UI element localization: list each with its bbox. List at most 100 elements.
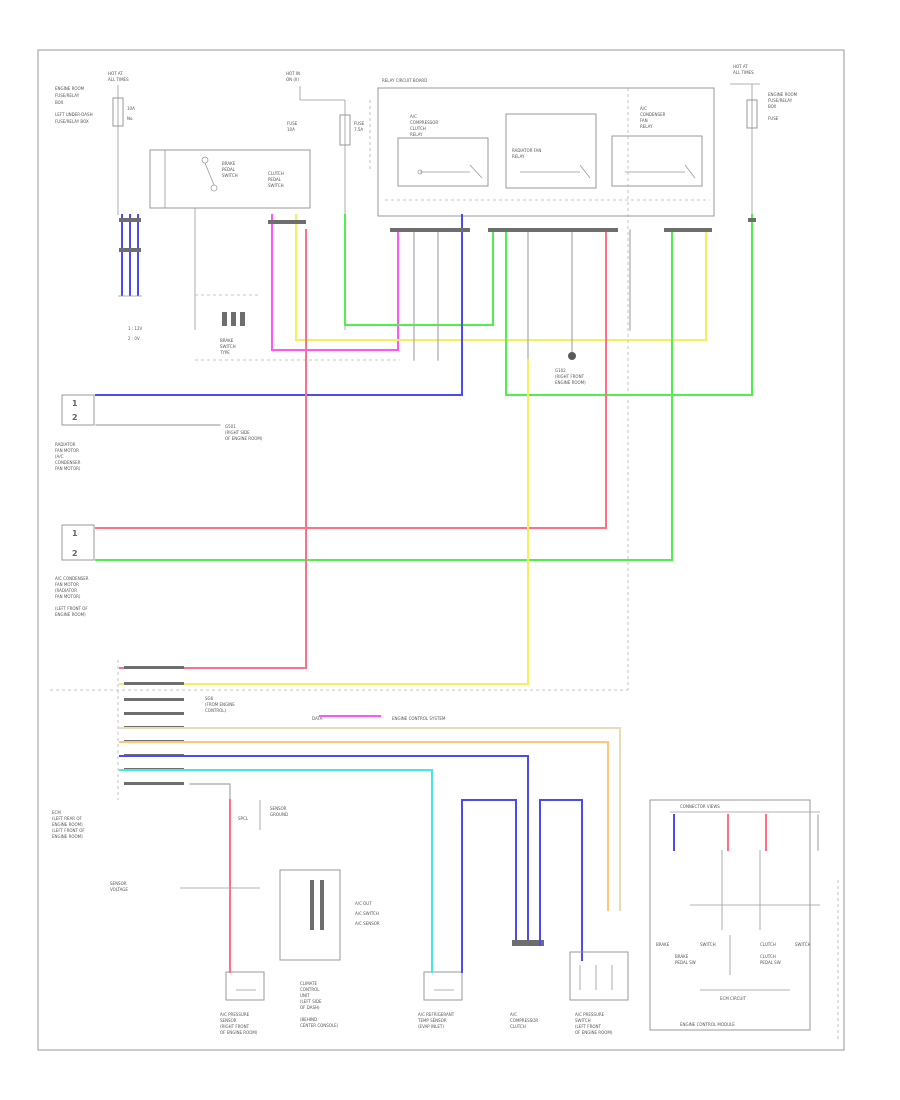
svg-text:PEDAL: PEDAL [268,177,282,182]
svg-text:ALL TIMES: ALL TIMES [733,70,754,75]
switch-assembly: BRAKE PEDAL SWITCH CLUTCH PEDAL SWITCH B… [149,149,400,361]
svg-text:ENGINE CONTROL MODULE: ENGINE CONTROL MODULE [680,1022,735,1027]
ground-icon [568,352,576,360]
svg-text:(RADIATOR: (RADIATOR [55,588,77,593]
svg-text:SPCL: SPCL [238,816,249,821]
svg-text:SENSOR: SENSOR [220,1018,237,1023]
svg-text:TEMP SENSOR: TEMP SENSOR [417,1018,447,1023]
svg-text:G501: G501 [225,424,236,429]
svg-text:ALL TIMES: ALL TIMES [108,77,129,82]
svg-text:A/C REFRIGERANT: A/C REFRIGERANT [418,1012,455,1017]
svg-text:A/C SWITCH: A/C SWITCH [355,911,379,916]
svg-text:CLUTCH: CLUTCH [510,1024,526,1029]
svg-text:CLUTCH: CLUTCH [760,942,776,947]
svg-text:ENGINE CONTROL SYSTEM: ENGINE CONTROL SYSTEM [392,716,446,721]
svg-text:SWITCH: SWITCH [575,1018,591,1023]
ecm-pin-rows [124,666,184,785]
svg-text:7.5A: 7.5A [354,127,363,132]
svg-text:CLIMATE: CLIMATE [300,981,318,986]
svg-text:(BEHIND: (BEHIND [300,1017,317,1022]
connector-view-legend: CONNECTOR VIEWS BRAKE SWITCH CLUTCH SWIT… [649,799,839,1040]
svg-text:FUSE/RELAY: FUSE/RELAY [768,98,793,103]
sensor-icon [225,971,265,1001]
svg-text:CLUTCH: CLUTCH [410,126,426,131]
svg-text:COMPRESSOR: COMPRESSOR [510,1018,538,1023]
svg-text:BOX: BOX [768,104,777,109]
svg-text:CONDENSER: CONDENSER [55,460,81,465]
radiator-fan-motor: 1 2 G501 (RIGHT SIDE OF ENGINE ROOM) RAD… [55,394,263,471]
svg-text:CENTER CONSOLE): CENTER CONSOLE) [300,1023,339,1028]
svg-text:FUSE: FUSE [768,116,779,121]
svg-text:TYPE: TYPE [219,350,230,355]
svg-text:RADIATOR FAN: RADIATOR FAN [512,148,541,153]
svg-text:BRAKE: BRAKE [220,338,234,343]
svg-text:LEFT UNDER-DASH: LEFT UNDER-DASH [55,112,93,117]
svg-text:CONTROL: CONTROL [300,987,320,992]
svg-text:CLUTCH: CLUTCH [760,954,776,959]
svg-text:10A: 10A [287,127,295,132]
svg-text:RELAY: RELAY [410,132,423,137]
fuse-block-left: ENGINE ROOM FUSE/RELAY BOX LEFT UNDER-DA… [55,71,143,341]
relay-a [397,137,489,187]
relay-circuit-board: RELAY CIRCUIT BOARD A/C COMPRESSOR CLUTC… [377,78,715,217]
svg-text:ENGINE ROOM: ENGINE ROOM [768,92,798,97]
svg-text:A/C OUT: A/C OUT [355,901,372,906]
svg-text:FAN MOTOR: FAN MOTOR [55,448,79,453]
svg-text:A/C SENSOR: A/C SENSOR [355,921,380,926]
svg-text:RELAY: RELAY [640,124,653,129]
svg-text:PEDAL SW: PEDAL SW [675,960,696,965]
svg-text:SWITCH: SWITCH [220,344,236,349]
svg-text:ON (II): ON (II) [286,77,299,82]
svg-text:1: 1 [72,399,78,408]
svg-text:1 : 12V: 1 : 12V [128,326,143,331]
svg-text:HOT AT: HOT AT [108,71,123,76]
svg-text:2: 2 [72,549,78,558]
svg-text:SENSOR: SENSOR [110,881,127,886]
relay-b [505,113,597,189]
svg-text:CONTROL): CONTROL) [205,708,227,713]
svg-text:UNIT: UNIT [300,993,310,998]
svg-text:2: 2 [72,413,78,422]
fuse-block-right: HOT AT ALL TIMES ENGINE ROOM FUSE/RELAY … [730,64,798,246]
svg-text:SENSOR: SENSOR [270,806,287,811]
svg-text:OF ENGINE ROOM): OF ENGINE ROOM) [220,1030,258,1035]
svg-text:(EVAP INLET): (EVAP INLET) [418,1024,444,1029]
relay-c [611,135,703,187]
svg-text:10A: 10A [127,106,135,111]
svg-text:SWITCH: SWITCH [700,942,716,947]
svg-text:(RIGHT FRONT: (RIGHT FRONT [555,374,585,379]
svg-text:(LEFT FRONT OF: (LEFT FRONT OF [52,828,85,833]
svg-text:ENGINE ROOM): ENGINE ROOM) [55,612,86,617]
wire-harness-top: G102 (RIGHT FRONT ENGINE ROOM) [95,214,753,561]
svg-text:FAN MOTOR): FAN MOTOR) [55,594,81,599]
svg-text:(FROM ENGINE: (FROM ENGINE [205,702,235,707]
svg-text:1: 1 [72,529,78,538]
fuse-center: HOT IN ON (II) FUSE 10A FUSE 7.5A [286,71,371,330]
svg-text:BOX: BOX [55,100,64,105]
relay-switch-icon [204,162,215,186]
svg-text:GROUND: GROUND [270,812,288,817]
svg-text:ECM CIRCUIT: ECM CIRCUIT [720,996,746,1001]
svg-text:BRAKE: BRAKE [675,954,689,959]
ecm-pcm-block: SG6 (FROM ENGINE CONTROL) DATA ENGINE CO… [50,88,629,956]
svg-text:2 : 0V: 2 : 0V [128,336,140,341]
svg-text:G102: G102 [555,368,566,373]
svg-text:ENGINE ROOM): ENGINE ROOM) [52,822,83,827]
svg-text:OF ENGINE ROOM): OF ENGINE ROOM) [575,1030,613,1035]
svg-text:BRAKE: BRAKE [222,161,236,166]
svg-text:ENGINE ROOM): ENGINE ROOM) [555,380,586,385]
svg-text:No.: No. [127,116,134,121]
svg-text:SG6: SG6 [205,696,214,701]
svg-text:FUSE/RELAY: FUSE/RELAY [55,93,80,98]
svg-text:(A/C: (A/C [55,454,64,459]
svg-text:A/C PRESSURE: A/C PRESSURE [220,1012,250,1017]
svg-text:FUSE: FUSE [354,121,365,126]
svg-text:A/C: A/C [510,1012,517,1017]
svg-text:A/C CONDENSER: A/C CONDENSER [55,576,89,581]
svg-text:RELAY: RELAY [512,154,525,159]
svg-text:OF DASH): OF DASH) [300,1005,320,1010]
motor-icon [569,951,629,1001]
svg-text:RELAY CIRCUIT BOARD: RELAY CIRCUIT BOARD [382,78,427,83]
svg-text:PEDAL SW: PEDAL SW [760,960,781,965]
